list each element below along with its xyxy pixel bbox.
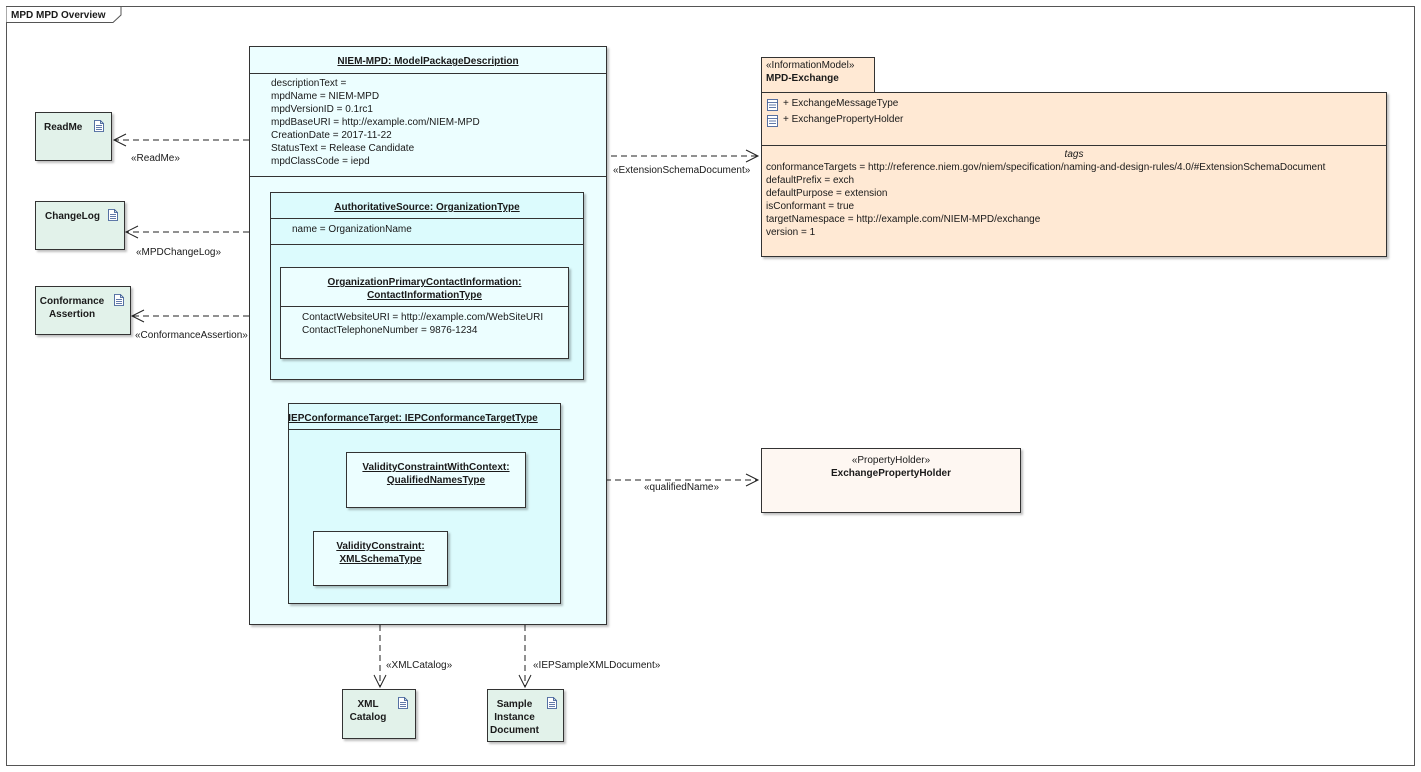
validity-constraint-with-context-title: ValidityConstraintWithContext: <box>362 462 510 473</box>
iep-conformance-target-title: IEPConformanceTarget: IEPConformanceTarg… <box>288 413 538 424</box>
validity-constraint-with-context-part[interactable] <box>346 452 526 508</box>
divider <box>281 306 568 307</box>
document-icon <box>398 697 408 709</box>
divider <box>271 244 583 245</box>
tags-header: tags <box>1064 149 1084 160</box>
readme-artifact-name: ReadMe <box>44 122 83 133</box>
authoritative-source-attr: name = OrganizationName <box>292 224 412 235</box>
mpd-attr: mpdVersionID = 0.1rc1 <box>271 104 373 115</box>
mpd-class-title: NIEM-MPD: ModelPackageDescription <box>337 56 519 67</box>
contact-information-title: OrganizationPrimaryContactInformation: <box>327 277 522 288</box>
conformance-assertion-name-2: Assertion <box>48 309 96 320</box>
sample-instance-name-3: Document <box>490 725 539 736</box>
mpd-attr: mpdName = NIEM-MPD <box>271 91 380 102</box>
sample-instance-name-2: Instance <box>494 712 535 723</box>
changelog-artifact-name: ChangeLog <box>45 211 100 222</box>
document-icon <box>547 697 557 709</box>
tag-value: isConformant = true <box>766 201 855 212</box>
document-icon <box>108 209 118 221</box>
class-icon <box>767 115 778 127</box>
package-item[interactable]: + ExchangeMessageType <box>783 98 899 109</box>
qualified-connector-label: «qualifiedName» <box>644 482 720 493</box>
diagram-frame <box>6 6 1415 766</box>
frame-tab <box>6 6 122 23</box>
mpd-attr: StatusText = Release Candidate <box>271 143 415 154</box>
sample-connector-label: «IEPSampleXMLDocument» <box>533 660 661 671</box>
divider <box>762 145 1386 146</box>
xml-catalog-name-2: Catalog <box>349 712 387 723</box>
tag-value: defaultPrefix = exch <box>766 175 855 186</box>
mpd-exchange-stereotype: «InformationModel» <box>766 60 855 71</box>
property-holder-name: ExchangePropertyHolder <box>830 468 952 479</box>
contact-attr: ContactWebsiteURI = http://example.com/W… <box>302 312 544 323</box>
mpd-attr: mpdBaseURI = http://example.com/NIEM-MPD <box>271 117 480 128</box>
conformance-assertion-name-1: Conformance <box>39 296 105 307</box>
package-item[interactable]: + ExchangePropertyHolder <box>783 114 904 125</box>
validity-constraint-with-context-type: QualifiedNamesType <box>386 475 486 486</box>
xml-catalog-name-1: XML <box>357 699 379 710</box>
validity-constraint-title: ValidityConstraint: <box>336 541 425 552</box>
divider <box>271 218 583 219</box>
tag-value: defaultPurpose = extension <box>766 188 888 199</box>
mpd-exchange-package[interactable] <box>761 92 1387 257</box>
catalog-connector-label: «XMLCatalog» <box>386 660 453 671</box>
document-icon <box>94 120 104 132</box>
property-holder-stereotype: «PropertyHolder» <box>851 455 931 466</box>
validity-constraint-type: XMLSchemaType <box>339 554 422 565</box>
tag-value: version = 1 <box>766 227 816 238</box>
tag-value: conformanceTargets = http://reference.ni… <box>766 162 1326 173</box>
mpd-exchange-package-tab[interactable] <box>761 57 875 93</box>
document-icon <box>114 294 124 306</box>
extension-connector-label: «ExtensionSchemaDocument» <box>613 165 751 176</box>
mpd-attr: CreationDate = 2017-11-22 <box>271 130 392 141</box>
contact-information-part[interactable] <box>280 267 569 359</box>
divider <box>250 73 606 74</box>
mpd-attr: descriptionText = <box>271 78 347 89</box>
sample-instance-name-1: Sample <box>496 699 533 710</box>
validity-constraint-part[interactable] <box>313 531 448 586</box>
changelog-connector-label: «MPDChangeLog» <box>136 247 222 258</box>
contact-attr: ContactTelephoneNumber = 9876-1234 <box>302 325 478 336</box>
class-icon <box>767 99 778 111</box>
contact-information-type: ContactInformationType <box>367 290 482 301</box>
mpd-exchange-name: MPD-Exchange <box>766 73 839 84</box>
authoritative-source-title: AuthoritativeSource: OrganizationType <box>334 202 520 213</box>
readme-connector-label: «ReadMe» <box>131 153 180 164</box>
divider <box>250 176 606 177</box>
conformance-connector-label: «ConformanceAssertion» <box>135 330 248 341</box>
exchange-property-holder-class[interactable] <box>761 448 1021 513</box>
divider <box>289 429 560 430</box>
mpd-attr: mpdClassCode = iepd <box>271 156 370 167</box>
tag-value: targetNamespace = http://example.com/NIE… <box>766 214 1041 225</box>
frame-title: MPD MPD Overview <box>11 10 106 21</box>
